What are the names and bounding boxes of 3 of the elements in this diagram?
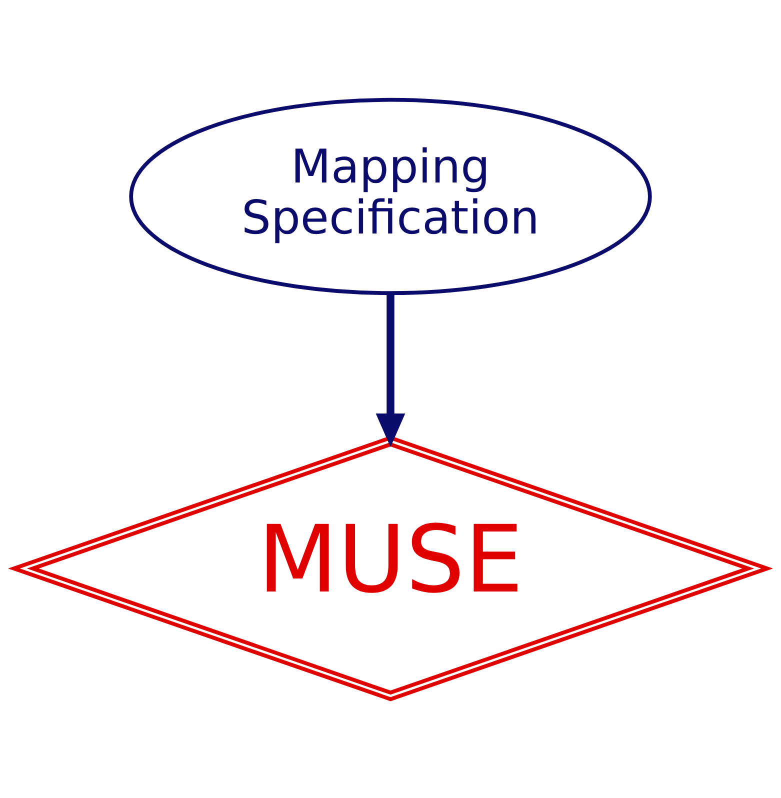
arrow bbox=[376, 292, 406, 447]
node-diamond: MUSE bbox=[8, 435, 773, 701]
node-ellipse: Mapping Specification bbox=[129, 97, 652, 295]
